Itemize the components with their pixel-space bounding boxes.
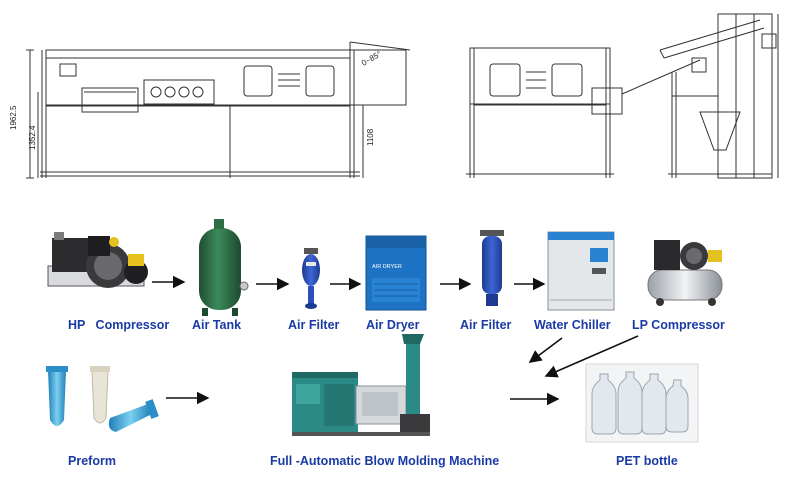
label-air-filter-2: Air Filter — [460, 318, 512, 332]
water-chiller-image — [547, 231, 615, 311]
air-filter-image — [302, 248, 320, 309]
label-water-chiller: Water Chiller — [534, 318, 611, 332]
side-view-drawing — [466, 47, 614, 178]
label-air-tank: Air Tank — [192, 318, 242, 332]
label-hp-compressor: HP Compressor — [68, 318, 170, 332]
air-tank-image — [199, 219, 249, 316]
label-preform: Preform — [68, 454, 116, 468]
label-lp-compressor: LP Compressor — [632, 318, 725, 332]
flow-arrow-lp-compressor — [544, 335, 639, 378]
dimension-label-table: 1108 — [366, 128, 375, 146]
flow-arrow-chiller — [528, 337, 563, 363]
dimension-label-height: 1962.5 — [9, 105, 18, 130]
preform-image — [46, 366, 159, 432]
air-dryer-image: AIR DRYER — [365, 235, 427, 311]
pet-bottle-image — [585, 363, 699, 443]
air-filter-2-image — [480, 230, 504, 306]
label-air-dryer: Air Dryer — [366, 318, 420, 332]
front-view-drawing — [26, 41, 411, 179]
label-air-filter: Air Filter — [288, 318, 340, 332]
label-pet-bottle: PET bottle — [616, 454, 678, 468]
label-blow-molding-machine: Full -Automatic Blow Molding Machine — [270, 454, 500, 468]
blow-molding-machine-image — [292, 334, 430, 436]
lp-compressor-image — [647, 240, 723, 306]
dryer-panel-text: AIR DRYER — [372, 264, 402, 270]
hp-compressor-image — [47, 232, 148, 288]
preform-loader-drawing — [591, 13, 779, 179]
dimension-label-mid: 1352.4 — [28, 125, 37, 150]
